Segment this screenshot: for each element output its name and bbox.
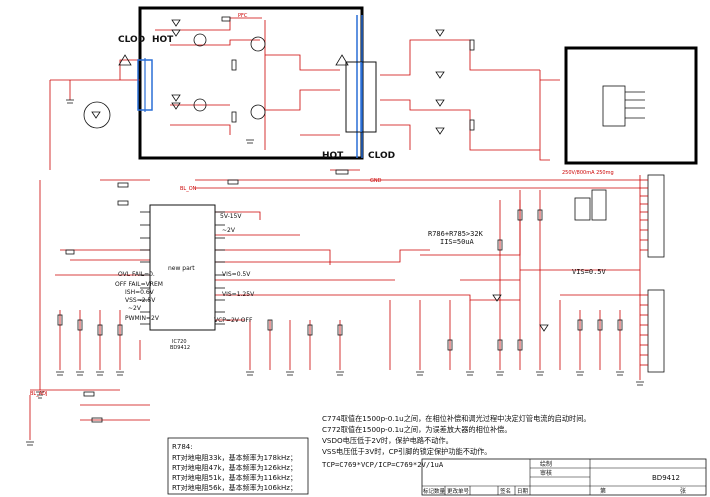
r784-row: RT对地电阻33k，基本频率为178kHz； [172,453,297,462]
gnd-label: GND [370,178,382,184]
transformer-t751 [345,61,377,133]
r784-row: RT对地电阻56k，基本频率为106kHz； [172,483,297,492]
caution-icon [118,54,349,66]
clod-bottom-label: CLOD [368,151,395,161]
output-connector-cn [574,174,665,373]
hot-side-box [138,6,364,160]
ic-name: IC720 [172,339,187,345]
vref-125: VIS=1.25V [222,291,255,298]
iis-note: IIS=50uA [440,238,475,246]
r786-note: R786+R785>32K [428,230,484,238]
bl-adj-label: BL_ADJ [30,391,47,397]
ic-vcc-note: 5V-15V [220,213,242,220]
vfs-note: VIS=0.5V [572,268,607,276]
ic-pins [140,211,225,325]
passive-components [57,16,623,423]
note-vsdo: VSDO电压低于2V时，保护电路不动作。 [322,436,453,445]
r784-row: RT对地电阻51k，基本频率为116kHz； [172,473,297,482]
ground-symbols [26,99,644,446]
r784-row: RT对地电阻47k，基本频率为126kHz； [172,463,297,472]
ic-model: BD9412 [170,345,190,351]
cn-inner-part [602,85,645,127]
r784-title: R784: [172,443,193,451]
ic-bd9412 [149,204,216,331]
vss-note: VSS=2.5V [125,297,156,304]
title-header: 标记数量 [423,487,446,495]
title-header: 日期 [517,488,529,495]
off-fail-note: OFF FAIL=VREM [115,281,163,288]
note-c774: C774取值在1500p-0.1u之间，在相位补偿和调光过程中决定灯管电流的启动… [322,414,591,423]
ish-note: ISH=0.6V [125,289,155,296]
vcp-note: VCP=2V OFF [214,317,253,324]
title-check: 审核 [540,469,552,477]
note-vss: VSS电压低于3V时，CP引脚的锁定保护功能不动作。 [322,447,491,456]
note-c772: C772取值在1500p-0.1u之间，为误差放大器的相位补偿。 [322,425,512,434]
hot-bottom-label: HOT [322,151,344,161]
vis-05: VIS=0.5V [222,271,251,278]
title-page: 第 [600,487,606,495]
pfc-in-label: PFC [238,13,248,19]
bl-on-label: BL_ON [180,186,197,192]
clod-left-label: CLOD [118,35,145,45]
title-block [421,458,707,496]
control-stage-wiring [29,175,641,440]
r784-box [167,437,309,495]
ovl-note: OVL FAIL=0. [118,271,155,278]
ic-ref-note: ~2V [222,227,236,234]
connector-box [564,46,698,165]
ic-new-part: new part [168,265,195,272]
transformer-t701 [137,58,153,112]
title-header: 更改单号 [447,487,470,495]
v2-note: ~2V [128,305,142,312]
title-page2: 张 [680,487,686,495]
connector-pins [640,179,648,366]
semiconductors [83,19,549,332]
title-draw: 绘制 [540,460,552,468]
note-tcp: TCP=C769*VCP/ICP=C769*2V/1uA [322,460,444,469]
title-model: BD9412 [652,474,680,482]
cn-box-label: 250V/800mA 250mg [562,170,614,176]
title-header: 签名 [500,487,511,495]
pwmin-note: PWMIN=2V [125,315,160,322]
hot-left-label: HOT [152,35,174,45]
